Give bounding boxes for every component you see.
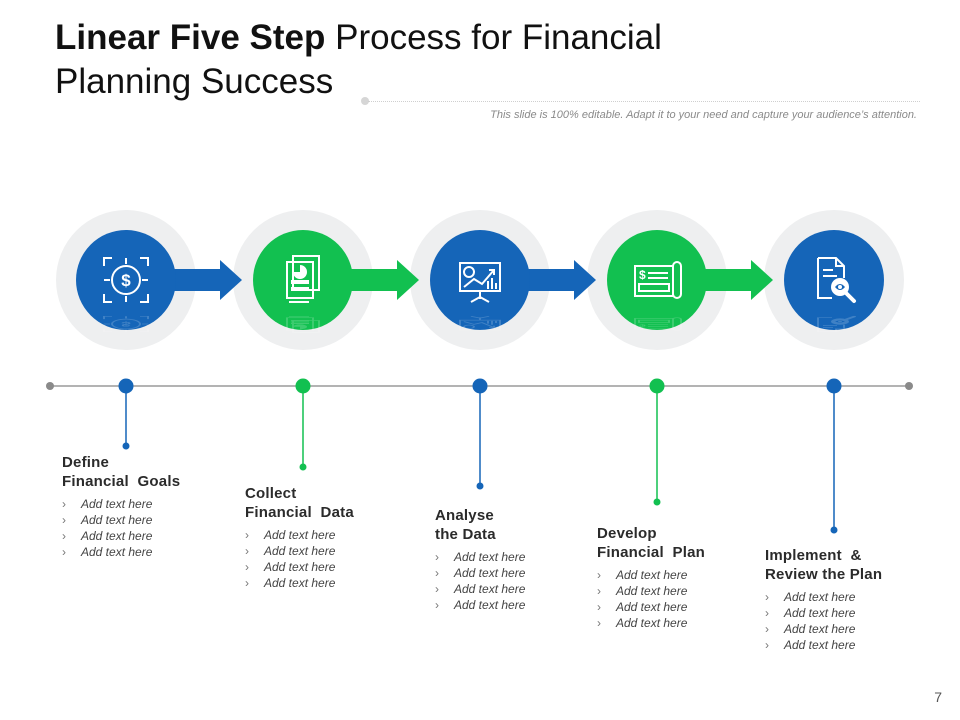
icon-reflection: $ bbox=[634, 317, 682, 331]
icon-reflection bbox=[459, 315, 501, 331]
icon-reflection bbox=[286, 315, 320, 333]
document-review-icon bbox=[817, 257, 856, 303]
page-number: 7 bbox=[934, 689, 942, 705]
step-heading-line: Financial Goals bbox=[62, 473, 181, 490]
step-circle-3 bbox=[430, 230, 530, 330]
timeline-node-3 bbox=[472, 378, 488, 394]
icon-reflection bbox=[817, 315, 856, 333]
title-rule-dot bbox=[361, 97, 369, 105]
step-bullet-list: Add text hereAdd text hereAdd text hereA… bbox=[435, 549, 525, 613]
step-bullet: Add text here bbox=[597, 567, 705, 583]
step-bullet-list: Add text hereAdd text hereAdd text hereA… bbox=[62, 496, 180, 560]
step-heading-line: Develop bbox=[597, 525, 657, 542]
step-bullet: Add text here bbox=[765, 605, 882, 621]
svg-text:$: $ bbox=[121, 271, 131, 290]
step-bullet: Add text here bbox=[765, 621, 882, 637]
title-bold-part: Linear Five Step bbox=[55, 18, 326, 57]
presentation-chart-icon bbox=[459, 262, 501, 303]
step-bullet: Add text here bbox=[245, 543, 354, 559]
step-heading: Implement & Review the Plan bbox=[765, 546, 882, 584]
timeline-stem-dot-4 bbox=[653, 498, 661, 506]
step-heading-line: Implement & bbox=[765, 547, 862, 564]
svg-text:$: $ bbox=[639, 323, 646, 328]
step-bullet: Add text here bbox=[435, 581, 525, 597]
timeline-end-dot-right bbox=[905, 382, 913, 390]
step-heading-line: Define bbox=[62, 454, 110, 471]
step-bullet-list: Add text hereAdd text hereAdd text hereA… bbox=[765, 589, 882, 653]
step-bullet: Add text here bbox=[597, 599, 705, 615]
svg-text:$: $ bbox=[121, 320, 130, 327]
step-heading-line: Collect bbox=[245, 485, 297, 502]
timeline-stem-dot-5 bbox=[830, 526, 838, 534]
step-bullet: Add text here bbox=[765, 637, 882, 653]
icon-reflection: $ bbox=[103, 315, 149, 333]
step-bullet: Add text here bbox=[62, 512, 180, 528]
step-heading: Analyse the Data bbox=[435, 506, 525, 544]
timeline-node-4 bbox=[649, 378, 665, 394]
title-regular-part-1: Process for Financial bbox=[325, 18, 662, 57]
step-bullet: Add text here bbox=[435, 549, 525, 565]
step-bullet: Add text here bbox=[597, 583, 705, 599]
step-bullet: Add text here bbox=[62, 544, 180, 560]
slide-subtitle: This slide is 100% editable. Adapt it to… bbox=[490, 109, 917, 121]
step-heading-line: Financial Data bbox=[245, 504, 354, 521]
timeline-stem-dot-1 bbox=[122, 442, 130, 450]
timeline-node-1 bbox=[118, 378, 134, 394]
step-bullet: Add text here bbox=[435, 565, 525, 581]
timeline-node-5 bbox=[826, 378, 842, 394]
step-circle-5 bbox=[784, 230, 884, 330]
step-heading-line: the Data bbox=[435, 526, 496, 543]
financial-report-icon bbox=[286, 255, 320, 303]
step-bullet: Add text here bbox=[245, 527, 354, 543]
timeline-stem-dot-3 bbox=[476, 482, 484, 490]
step-bullet: Add text here bbox=[245, 559, 354, 575]
step-bullet: Add text here bbox=[245, 575, 354, 591]
step-heading-line: Financial Plan bbox=[597, 544, 706, 561]
timeline-stem-dot-2 bbox=[299, 463, 307, 471]
step-bullet: Add text here bbox=[62, 496, 180, 512]
title-regular-part-2: Planning Success bbox=[55, 62, 334, 101]
step-bullet: Add text here bbox=[435, 597, 525, 613]
svg-text:$: $ bbox=[639, 268, 646, 282]
step-circle-1 bbox=[76, 230, 176, 330]
timeline-node-2 bbox=[295, 378, 311, 394]
step-heading-line: Analyse bbox=[435, 507, 494, 524]
step-bullet: Add text here bbox=[597, 615, 705, 631]
step-bullet: Add text here bbox=[765, 589, 882, 605]
financial-plan-scroll-icon: $ bbox=[634, 261, 682, 299]
step-bullet-list: Add text hereAdd text hereAdd text hereA… bbox=[597, 567, 705, 631]
step-circle-4 bbox=[607, 230, 707, 330]
target-dollar-icon: $ bbox=[103, 257, 149, 303]
timeline-end-dot-left bbox=[46, 382, 54, 390]
step-text-5: Implement &Review the PlanAdd text hereA… bbox=[765, 546, 882, 653]
title-divider bbox=[368, 101, 920, 102]
step-bullet-list: Add text hereAdd text hereAdd text hereA… bbox=[245, 527, 354, 591]
step-heading-line: Review the Plan bbox=[765, 566, 883, 583]
step-bullet: Add text here bbox=[62, 528, 180, 544]
